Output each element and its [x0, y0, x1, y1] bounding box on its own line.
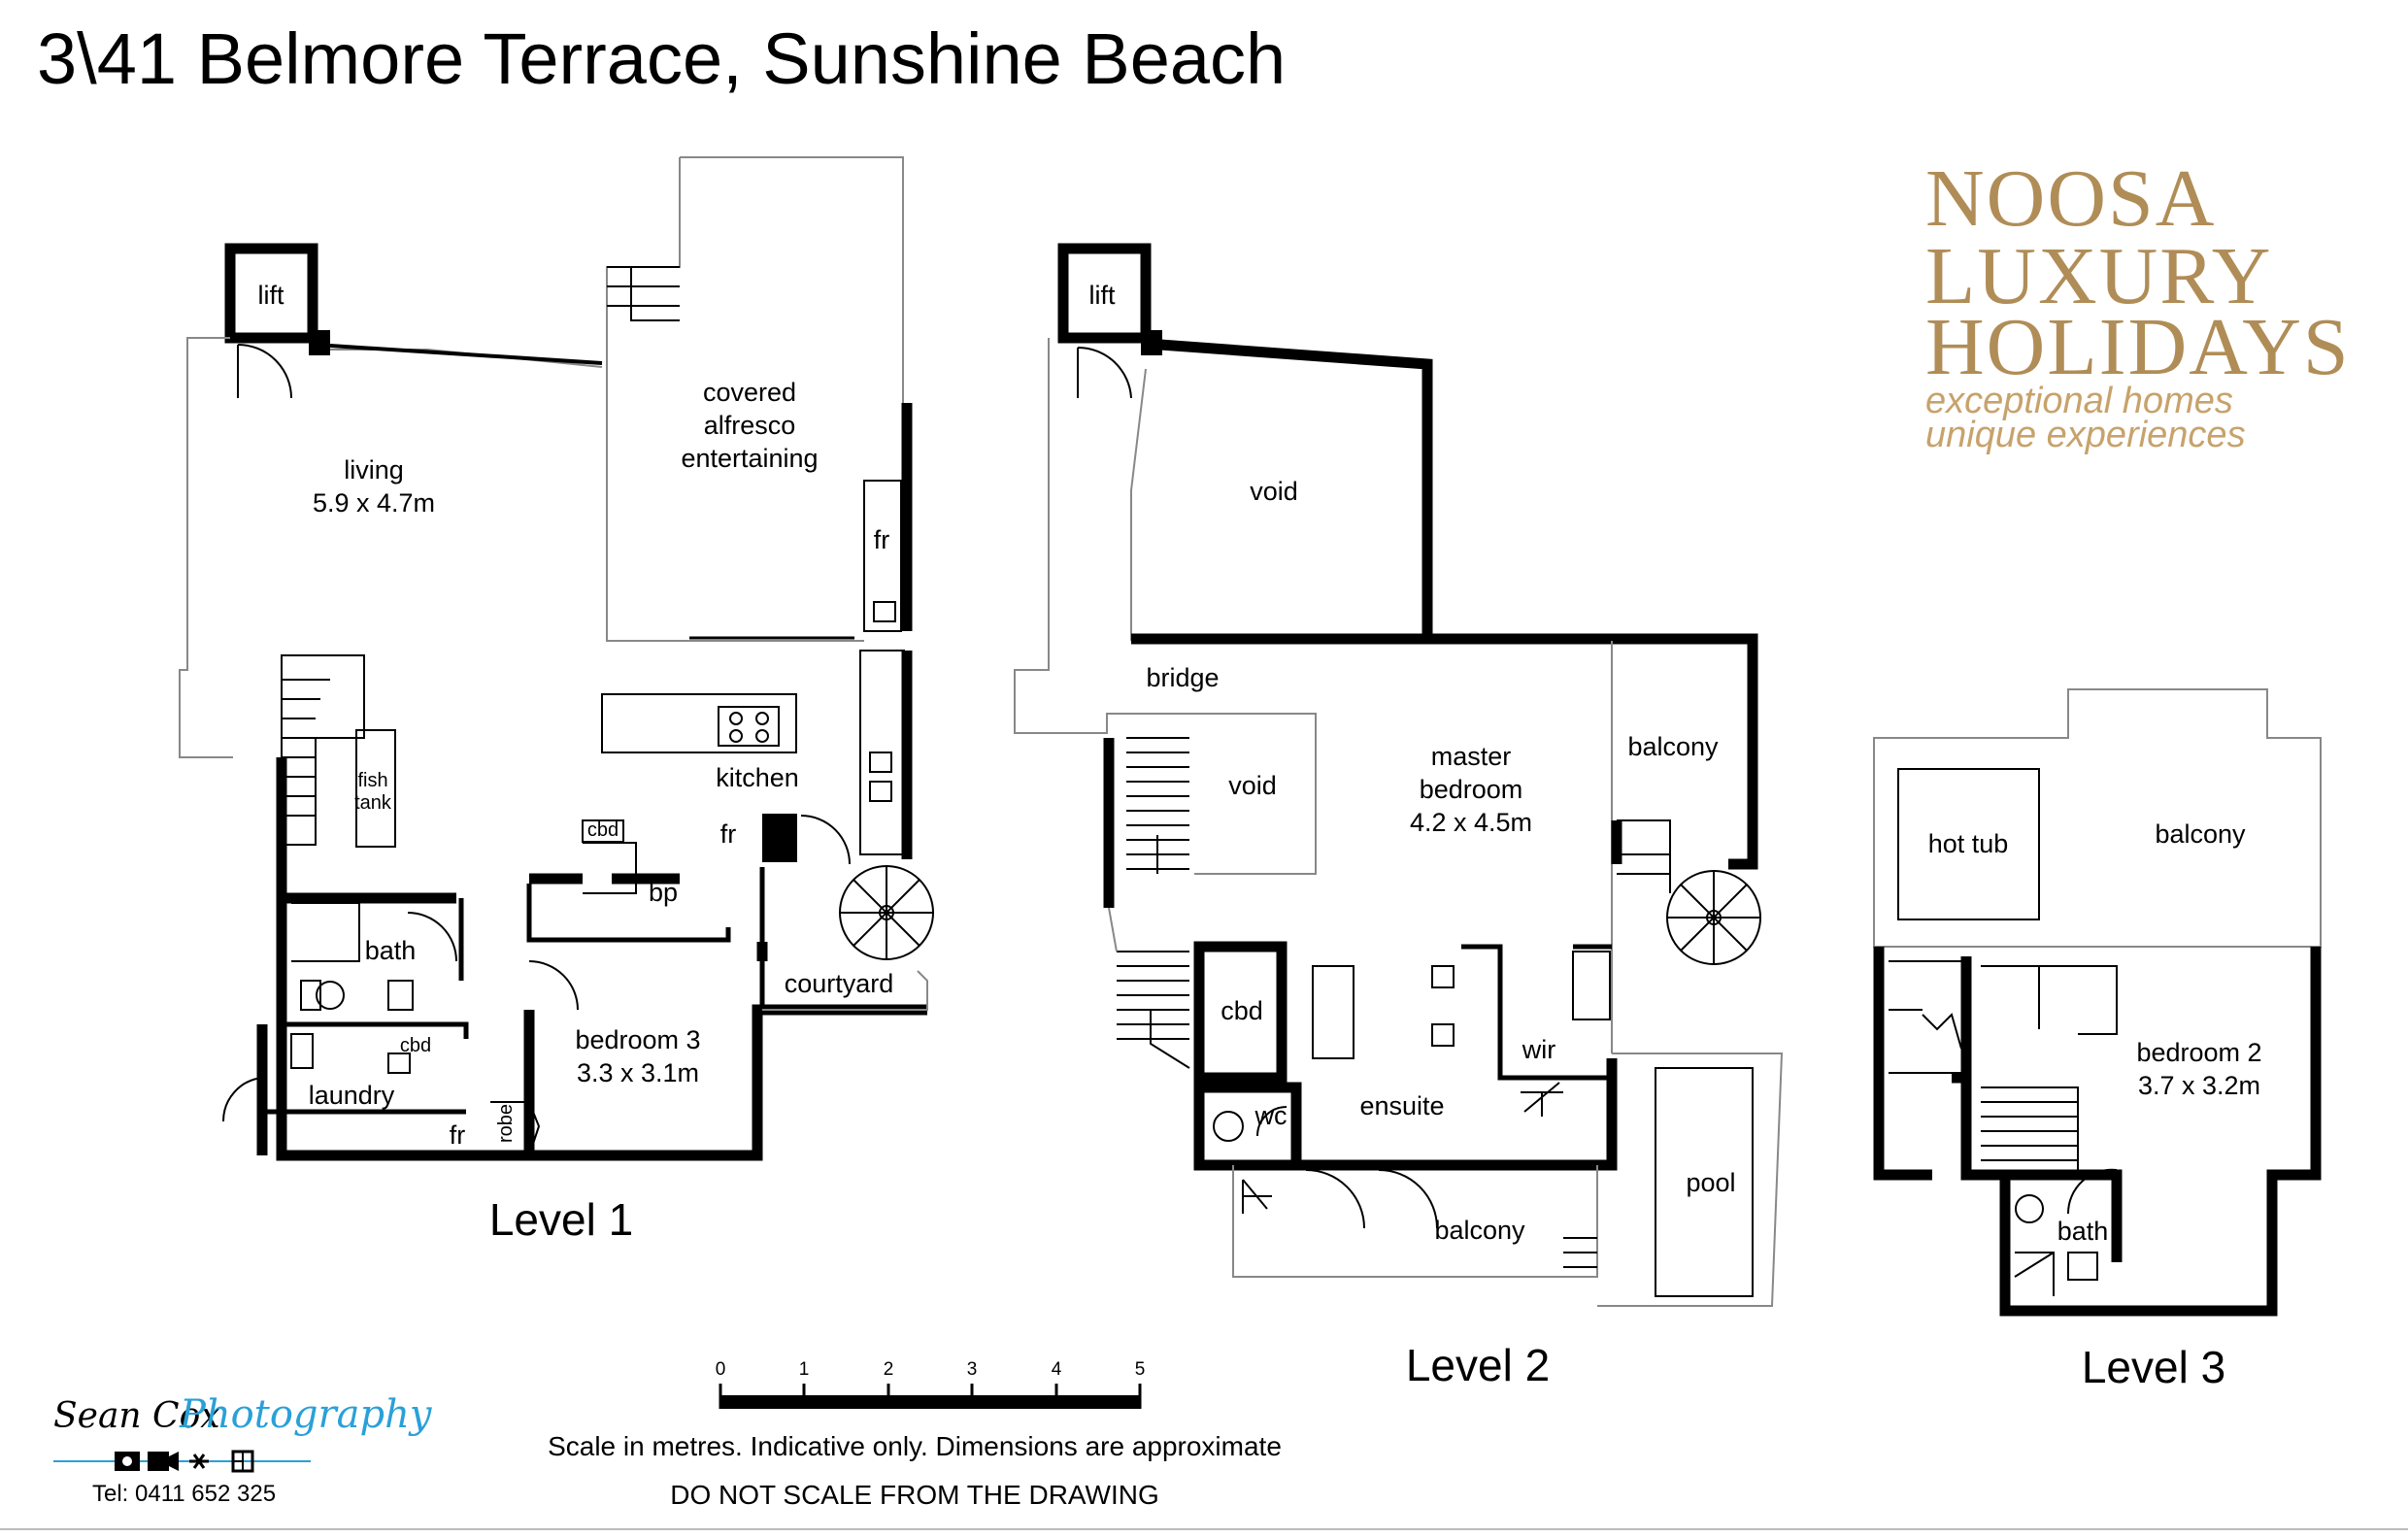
- label-living: living: [344, 455, 404, 484]
- label-bedroom-3: bedroom 3: [575, 1025, 700, 1054]
- label-fridge-top: fr: [874, 525, 890, 554]
- level-1-plan: [179, 156, 934, 1161]
- kitchen-island: [601, 693, 797, 753]
- label-level-2: Level 2: [1406, 1340, 1550, 1390]
- floorplan-icon: [231, 1450, 254, 1473]
- label-wir: wir: [1522, 1035, 1556, 1064]
- label-cbd-l2: cbd: [1221, 996, 1263, 1025]
- label-bath-l3: bath: [2057, 1217, 2109, 1246]
- brand-tagline-2: unique experiences: [1925, 415, 2246, 455]
- scale-bar: 0 1 2 3 4 5 Scale in metres. Indicative …: [548, 1359, 1282, 1510]
- scale-tick-3: 3: [967, 1359, 978, 1380]
- label-fridge-kitchen: fr: [720, 819, 737, 849]
- label-void-top: void: [1250, 477, 1298, 506]
- level-3-plan: [1873, 688, 2322, 1317]
- photographer-phone: Tel: 0411 652 325: [92, 1481, 276, 1507]
- room-labels: lift living 5.9 x 4.7m covered alfresco …: [258, 281, 2262, 1392]
- label-level-3: Level 3: [2082, 1342, 2225, 1392]
- label-pool: pool: [1686, 1168, 1735, 1197]
- scale-tick-0: 0: [716, 1359, 726, 1380]
- label-ensuite: ensuite: [1359, 1091, 1444, 1120]
- label-wc: wc: [1254, 1101, 1288, 1130]
- brand-tagline-1: exceptional homes: [1925, 381, 2233, 421]
- label-bedroom-2: bedroom 2: [2136, 1038, 2261, 1067]
- scale-bar-fill: [720, 1395, 1140, 1409]
- label-bedroom-3-dim: 3.3 x 3.1m: [577, 1058, 699, 1087]
- page-title: 3\41 Belmore Terrace, Sunshine Beach: [37, 18, 1287, 99]
- photographer-name-1: Sean Cox: [53, 1396, 220, 1436]
- swimming-pool: [1655, 1067, 1754, 1297]
- bathtub: [1312, 965, 1354, 1059]
- label-master-dim: 4.2 x 4.5m: [1410, 808, 1532, 837]
- scale-note: Scale in metres. Indicative only. Dimens…: [548, 1431, 1282, 1461]
- photographer-name-2: Photography: [179, 1392, 433, 1437]
- scale-tick-1: 1: [799, 1359, 810, 1380]
- label-cbd-laundry: cbd: [400, 1035, 431, 1056]
- door-swing: [237, 344, 292, 399]
- label-void-mid: void: [1228, 771, 1277, 800]
- level-2-plan: [1014, 243, 1784, 1307]
- label-robe: robe: [495, 1104, 517, 1143]
- label-alfresco-2: alfresco: [704, 411, 796, 440]
- lift-shaft: [224, 243, 318, 344]
- label-fish-1: fish: [357, 770, 387, 791]
- label-level-1: Level 1: [489, 1194, 633, 1245]
- label-balcony-right: balcony: [1627, 732, 1719, 761]
- drone-icon: [189, 1453, 209, 1469]
- label-bp: bp: [649, 878, 678, 907]
- label-bridge: bridge: [1146, 663, 1219, 692]
- scale-warning: DO NOT SCALE FROM THE DRAWING: [670, 1480, 1159, 1510]
- label-cbd-top: cbd: [587, 819, 619, 841]
- fridge-unit: [863, 480, 902, 632]
- label-lift: lift: [258, 281, 284, 310]
- label-balcony-bottom: balcony: [1434, 1216, 1525, 1245]
- label-laundry: laundry: [309, 1081, 395, 1110]
- label-bath-l1: bath: [365, 936, 417, 965]
- label-master-2: bedroom: [1420, 775, 1523, 804]
- brand-line-1: NOOSA: [1925, 153, 2216, 244]
- label-master-1: master: [1431, 742, 1512, 771]
- label-living-dim: 5.9 x 4.7m: [313, 488, 435, 518]
- label-kitchen: kitchen: [716, 763, 799, 792]
- brand-line-3: HOLIDAYS: [1925, 302, 2351, 392]
- camera-icon: [115, 1452, 140, 1471]
- brand-line-2: LUXURY: [1925, 231, 2272, 321]
- label-alfresco-3: entertaining: [681, 444, 818, 473]
- scale-tick-5: 5: [1135, 1359, 1146, 1380]
- label-lift-l2: lift: [1089, 281, 1116, 310]
- cooktop: [718, 706, 780, 747]
- label-hot-tub: hot tub: [1928, 829, 2009, 858]
- photographer-logo: Sean Cox Photography Tel: 0411 652 325: [53, 1392, 433, 1507]
- scale-tick-4: 4: [1052, 1359, 1062, 1380]
- label-alfresco-1: covered: [703, 378, 796, 407]
- hot-tub: [1897, 768, 2040, 920]
- brand-logo: NOOSA LUXURY HOLIDAYS exceptional homes …: [1925, 153, 2351, 455]
- video-icon: [148, 1452, 179, 1471]
- label-fish-2: tank: [354, 792, 392, 814]
- label-balcony-l3: balcony: [2155, 819, 2246, 849]
- scale-tick-2: 2: [884, 1359, 894, 1380]
- label-fridge-laundry: fr: [450, 1120, 466, 1150]
- label-courtyard: courtyard: [785, 969, 894, 998]
- label-bedroom-2-dim: 3.7 x 3.2m: [2138, 1071, 2260, 1100]
